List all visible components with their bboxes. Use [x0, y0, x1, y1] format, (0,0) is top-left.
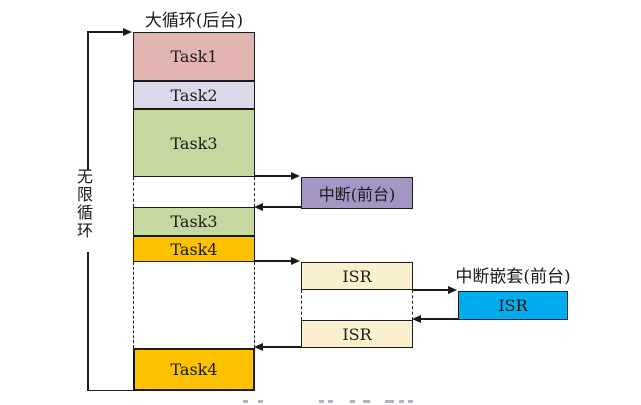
loop-bracket-vertical-upper: [87, 31, 89, 170]
suspended-gap2-left-dash: [133, 262, 134, 348]
arrow-task3-to-interrupt-head-icon: [291, 172, 300, 180]
arrow-isr-to-nested-line: [413, 289, 449, 291]
caption-fragment-mark: [363, 400, 370, 403]
task3-resume-label: Task3: [170, 212, 218, 231]
isr-second-box: ISR: [301, 320, 413, 348]
loop-bracket-bottom-line: [87, 389, 134, 392]
caption-fragment-mark: [319, 400, 324, 403]
arrow-task4-to-isr-line: [255, 260, 292, 262]
suspended-gap-right-dash: [253, 177, 255, 207]
loop-bracket-arrowhead-right-icon: [123, 28, 132, 36]
caption-fragment-mark: [385, 400, 394, 403]
nested-interrupt-title: 中断嵌套(前台): [455, 267, 571, 287]
isr-nested-label: ISR: [498, 296, 528, 315]
loop-bracket-top-line: [87, 31, 124, 33]
arrow-task3-to-interrupt-line: [255, 175, 292, 177]
caption-fragment-mark: [408, 400, 413, 403]
isr-second-label: ISR: [342, 324, 372, 344]
interrupt-foreground-label: 中断(前台): [318, 185, 396, 204]
isr-first-box: ISR: [301, 262, 413, 290]
arrow-interrupt-return-line: [262, 206, 301, 208]
caption-fragment-mark: [243, 400, 248, 403]
caption-fragment-mark: [350, 400, 355, 403]
task3-resume-box: Task3: [133, 207, 255, 236]
loop-bracket-vertical-lower: [87, 252, 89, 391]
interrupt-foreground-box: 中断(前台): [301, 177, 413, 209]
suspended-gap2-right-dash: [253, 262, 255, 348]
arrow-isr-return-head-icon: [254, 343, 263, 351]
arrow-nested-return-line: [420, 318, 458, 320]
task3-box: Task3: [133, 109, 255, 177]
caption-fragment-mark: [328, 400, 333, 403]
task1-label: Task1: [170, 47, 218, 66]
isr-first-label: ISR: [342, 266, 372, 286]
isr-nested-box: ISR: [458, 291, 568, 320]
caption-fragment-mark: [258, 400, 263, 403]
main-loop-title: 大循环(后台): [144, 11, 244, 31]
arrow-isr-return-line: [262, 346, 301, 348]
task2-box: Task2: [133, 81, 255, 109]
suspended-gap-left-dash: [133, 177, 134, 207]
task4-resume-label: Task4: [170, 360, 218, 379]
task1-box: Task1: [133, 32, 255, 81]
task4-box: Task4: [133, 236, 255, 262]
caption-fragment-mark: [399, 400, 404, 403]
task4-resume-box: Task4: [133, 348, 255, 391]
arrow-isr-to-nested-head-icon: [448, 286, 457, 294]
task4-label: Task4: [170, 239, 218, 259]
isr-gap-right-dash: [411, 290, 413, 320]
isr-gap-left-dash: [301, 290, 302, 320]
infinite-loop-label: 无限循环: [74, 168, 93, 240]
arrow-interrupt-return-head-icon: [254, 203, 263, 211]
task2-label: Task2: [170, 85, 218, 105]
arrow-task4-to-isr-head-icon: [291, 257, 300, 265]
task3-label: Task3: [170, 133, 218, 153]
arrow-nested-return-head-icon: [412, 315, 421, 323]
